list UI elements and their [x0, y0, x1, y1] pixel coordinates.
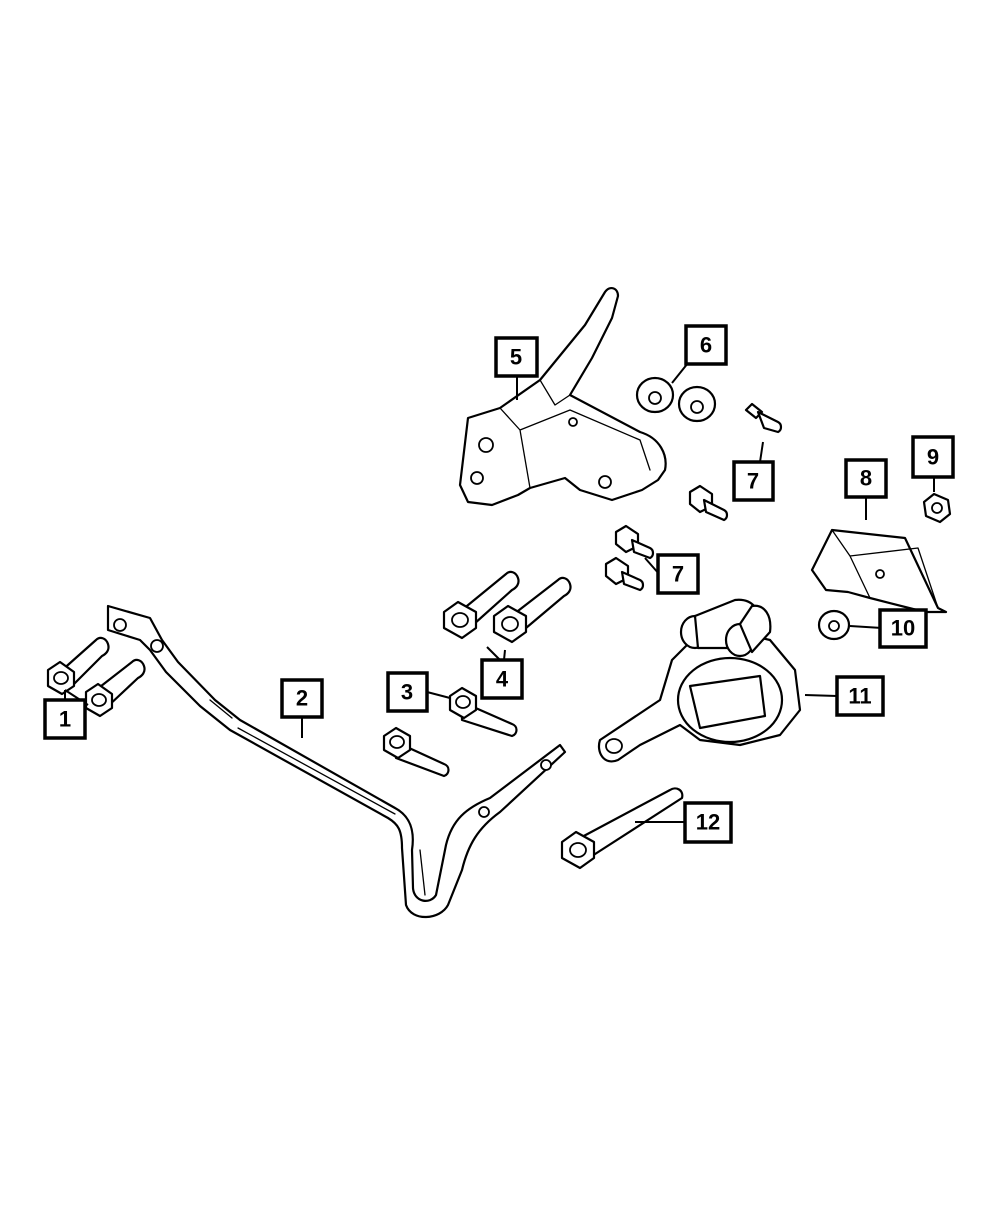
callout-label: 3: [401, 680, 413, 705]
bolt-part-7: [604, 402, 783, 592]
nut-part-10: [817, 609, 851, 641]
callout-3: 3: [386, 671, 429, 713]
nut-part-9: [922, 492, 952, 524]
callout-4: 4: [480, 658, 524, 700]
callout-5: 5: [494, 336, 539, 378]
callout-1: 1: [43, 698, 87, 740]
callout-label: 8: [860, 466, 872, 491]
bracket-part-8: [810, 528, 948, 614]
leader-lines: [64, 362, 935, 823]
callout-11: 11: [835, 675, 885, 717]
callout-label: 10: [891, 616, 915, 641]
callout-7-upper: 7: [732, 460, 775, 502]
mount-part-11: [597, 598, 802, 763]
callout-label: 12: [696, 810, 720, 835]
bolt-part-12: [560, 787, 684, 870]
callout-label: 11: [848, 684, 871, 709]
callout-label: 1: [59, 707, 71, 732]
callout-6: 6: [684, 324, 728, 366]
callout-9: 9: [911, 435, 955, 479]
callout-12: 12: [683, 801, 733, 844]
callout-8: 8: [844, 458, 888, 499]
bolt-part-4: [442, 570, 572, 644]
callout-label: 6: [700, 333, 712, 358]
callout-label: 7: [672, 562, 684, 587]
callout-label: 4: [496, 667, 509, 692]
callout-2: 2: [280, 678, 324, 719]
bolt-part-3: [382, 686, 518, 778]
callout-7-lower: 7: [656, 553, 700, 595]
bracket-part-5: [458, 286, 667, 507]
callout-label: 2: [296, 686, 308, 711]
callout-label: 7: [747, 469, 759, 494]
bushing-part-6: [635, 376, 717, 423]
callout-label: 5: [510, 345, 522, 370]
bolt-part-1: [46, 636, 146, 718]
callout-label: 9: [927, 445, 939, 470]
callout-10: 10: [878, 608, 928, 649]
stabilizer-bar-part: [106, 604, 567, 919]
